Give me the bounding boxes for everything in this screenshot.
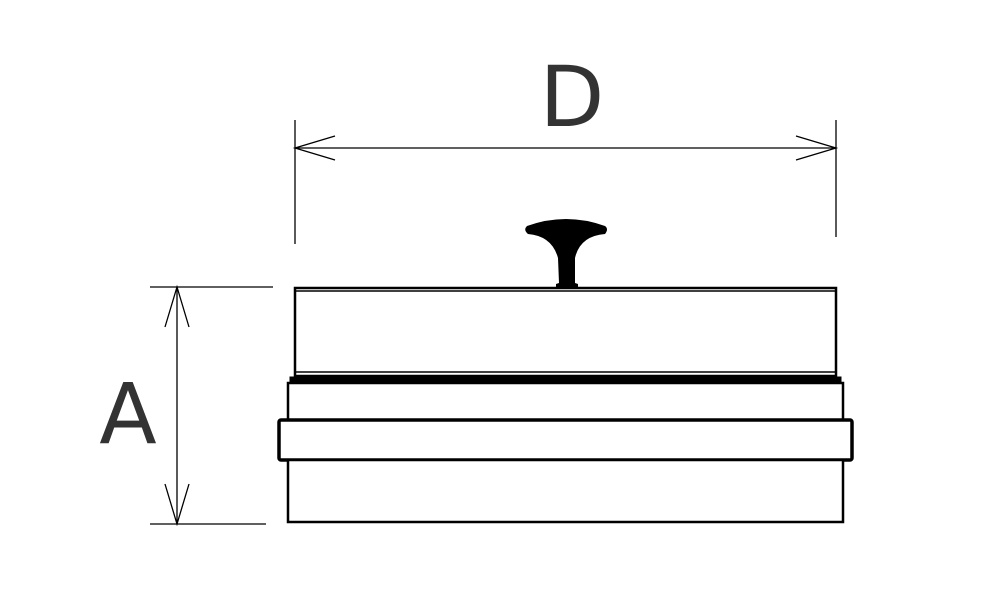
sealing-ring (277, 418, 854, 462)
label-d: D (540, 48, 605, 146)
arrow-up-icon (164, 284, 190, 328)
cylinder-body (277, 286, 854, 524)
arrow-down-icon (164, 483, 190, 527)
arrow-right-icon (795, 135, 839, 161)
height-dimension (150, 284, 273, 527)
arrow-left-icon (292, 135, 336, 161)
knob (525, 219, 607, 288)
bottom-section (286, 458, 845, 524)
middle-section (286, 381, 845, 422)
top-section (293, 286, 838, 378)
label-a: A (99, 365, 156, 463)
diameter-dimension (292, 120, 839, 244)
